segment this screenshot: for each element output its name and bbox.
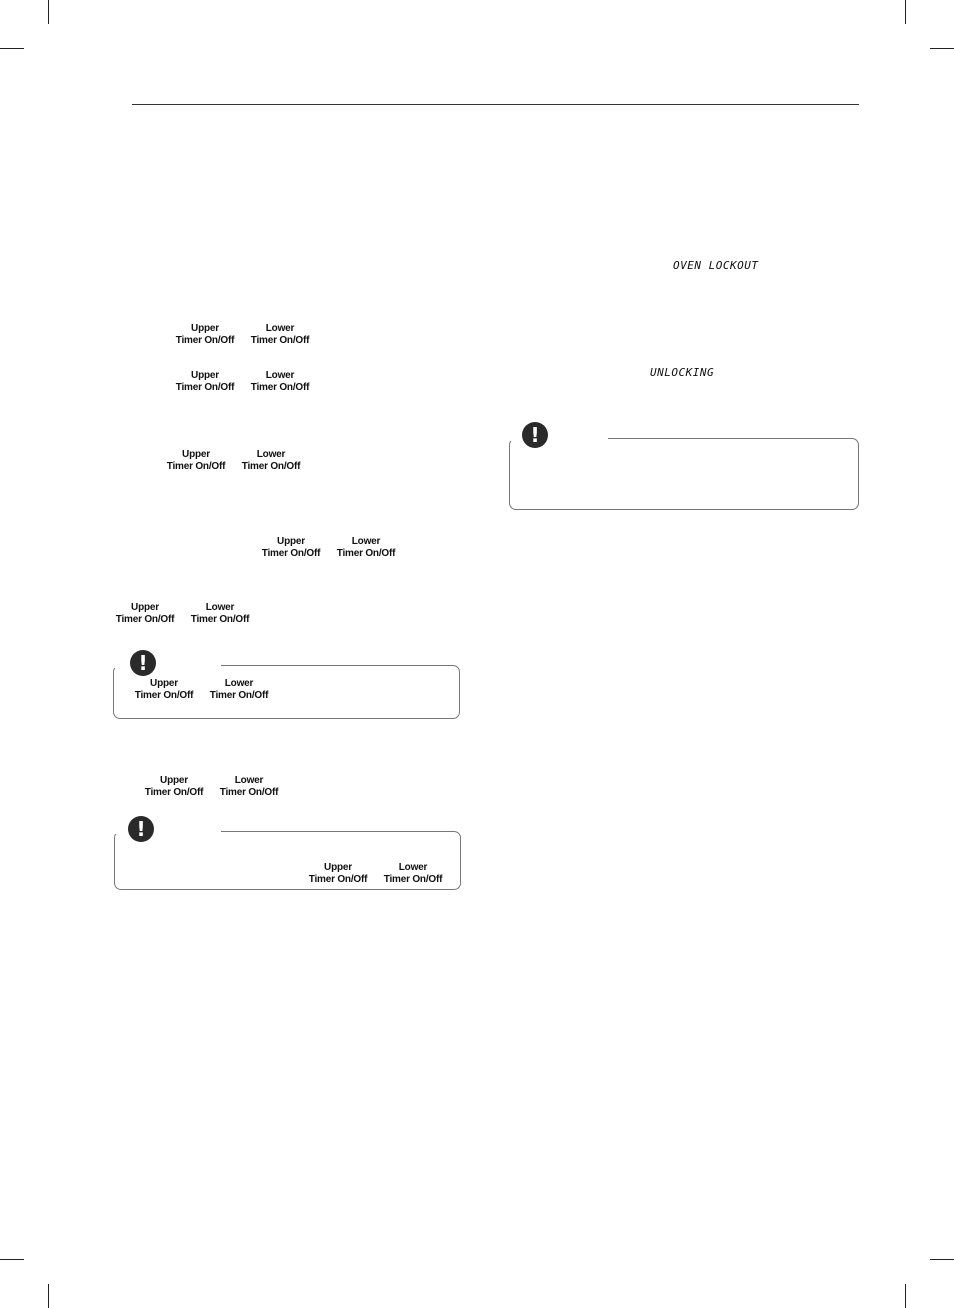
lower-timer-button-label: Lower Timer On/Off: [244, 323, 316, 347]
upper-label: Upper: [191, 370, 219, 381]
timer-on-off-label: Timer On/Off: [261, 548, 321, 559]
timer-on-off-label: Timer On/Off: [144, 787, 204, 798]
timer-on-off-label: Timer On/Off: [175, 382, 235, 393]
lower-timer-button-label: Lower Timer On/Off: [184, 602, 256, 626]
note-box: [509, 437, 859, 510]
lower-label: Lower: [224, 678, 254, 689]
lower-timer-button-label: Lower Timer On/Off: [330, 536, 402, 560]
note-border-gap: [115, 830, 221, 834]
upper-label: Upper: [324, 862, 352, 873]
timer-on-off-label: Timer On/Off: [241, 461, 301, 472]
exclamation-icon: !: [130, 650, 156, 676]
crop-mark-bottom-left-vertical: [48, 1284, 49, 1308]
upper-timer-button-label: Upper Timer On/Off: [255, 536, 327, 560]
timer-on-off-label: Timer On/Off: [336, 548, 396, 559]
lower-label: Lower: [256, 449, 286, 460]
upper-timer-button-label: Upper Timer On/Off: [128, 678, 200, 702]
timer-on-off-label: Timer On/Off: [308, 874, 368, 885]
lower-timer-button-label: Lower Timer On/Off: [213, 775, 285, 799]
crop-mark-top-right-horizontal: [930, 48, 954, 49]
note-border-gap: [114, 664, 221, 668]
lower-label: Lower: [398, 862, 428, 873]
upper-timer-button-label: Upper Timer On/Off: [169, 370, 241, 394]
lower-label: Lower: [351, 536, 381, 547]
upper-label: Upper: [131, 602, 159, 613]
exclamation-icon: !: [128, 816, 154, 842]
timer-on-off-label: Timer On/Off: [219, 787, 279, 798]
lower-timer-button-label: Lower Timer On/Off: [203, 678, 275, 702]
lower-label: Lower: [265, 370, 295, 381]
timer-on-off-label: Timer On/Off: [166, 461, 226, 472]
upper-label: Upper: [160, 775, 188, 786]
lower-timer-button-label: Lower Timer On/Off: [377, 862, 449, 886]
timer-on-off-label: Timer On/Off: [190, 614, 250, 625]
timer-on-off-label: Timer On/Off: [134, 690, 194, 701]
crop-mark-top-left-horizontal: [0, 48, 24, 49]
lower-timer-button-label: Lower Timer On/Off: [235, 449, 307, 473]
note-border-gap: [510, 437, 608, 441]
note-box: [113, 664, 460, 719]
exclamation-icon: !: [522, 422, 548, 448]
timer-on-off-label: Timer On/Off: [175, 335, 235, 346]
crop-mark-bottom-right-horizontal: [930, 1259, 954, 1260]
upper-timer-button-label: Upper Timer On/Off: [109, 602, 181, 626]
lower-label: Lower: [234, 775, 264, 786]
timer-on-off-label: Timer On/Off: [250, 335, 310, 346]
oven-lockout-display: OVEN LOCKOUT: [673, 259, 759, 272]
upper-timer-button-label: Upper Timer On/Off: [138, 775, 210, 799]
crop-mark-bottom-right-vertical: [905, 1284, 906, 1308]
crop-mark-top-left-vertical: [48, 0, 49, 24]
upper-label: Upper: [150, 678, 178, 689]
upper-label: Upper: [182, 449, 210, 460]
timer-on-off-label: Timer On/Off: [209, 690, 269, 701]
timer-on-off-label: Timer On/Off: [250, 382, 310, 393]
upper-timer-button-label: Upper Timer On/Off: [169, 323, 241, 347]
unlocking-display: UNLOCKING: [650, 366, 715, 379]
crop-mark-top-right-vertical: [905, 0, 906, 24]
crop-mark-bottom-left-horizontal: [0, 1259, 24, 1260]
upper-label: Upper: [277, 536, 305, 547]
upper-timer-button-label: Upper Timer On/Off: [160, 449, 232, 473]
timer-on-off-label: Timer On/Off: [383, 874, 443, 885]
note-box: [114, 830, 461, 890]
timer-on-off-label: Timer On/Off: [115, 614, 175, 625]
lower-label: Lower: [205, 602, 235, 613]
lower-timer-button-label: Lower Timer On/Off: [244, 370, 316, 394]
upper-timer-button-label: Upper Timer On/Off: [302, 862, 374, 886]
upper-label: Upper: [191, 323, 219, 334]
lower-label: Lower: [265, 323, 295, 334]
header-rule: [132, 104, 859, 105]
